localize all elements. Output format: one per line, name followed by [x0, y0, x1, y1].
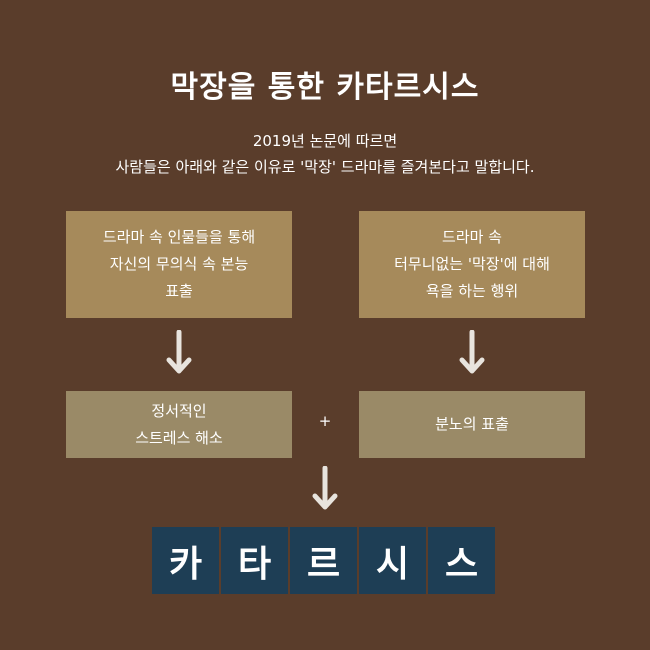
box-line: 표출 [165, 282, 193, 300]
tile-letter: 르 [290, 527, 357, 594]
result-box-anger: 분노의 표출 [359, 391, 585, 458]
box-line: 정서적인 [151, 401, 207, 420]
arrow-down-icon [459, 330, 485, 374]
catharsis-tiles: 카 타 르 시 스 [152, 527, 495, 594]
tile-letter: 스 [428, 527, 495, 594]
box-line: 욕을 하는 행위 [425, 282, 519, 300]
box-line: 분노의 표출 [435, 415, 509, 433]
tile-letter: 타 [221, 527, 288, 594]
result-box-stress-relief: 정서적인 스트레스 해소 [66, 391, 292, 458]
intro-line-2: 사람들은 아래와 같은 이유로 '막장' 드라마를 즐겨본다고 말합니다. [115, 158, 535, 176]
reason-box-cursing: 드라마 속 터무니없는 '막장'에 대해 욕을 하는 행위 [359, 211, 585, 318]
box-line: 드라마 속 인물들을 통해 [102, 228, 256, 246]
box-line: 스트레스 해소 [135, 428, 223, 447]
arrow-down-icon [312, 466, 338, 510]
box-line: 자신의 무의식 속 본능 [109, 255, 249, 273]
intro-line-1: 2019년 논문에 따르면 [252, 132, 398, 150]
arrow-down-icon [166, 330, 192, 374]
page-title: 막장을 통한 카타르시스 [170, 70, 480, 105]
tile-letter: 시 [359, 527, 426, 594]
tile-letter: 카 [152, 527, 219, 594]
box-line: 터무니없는 '막장'에 대해 [394, 255, 550, 273]
plus-sign: + [318, 412, 332, 430]
box-line: 드라마 속 [442, 228, 502, 246]
reason-box-instinct: 드라마 속 인물들을 통해 자신의 무의식 속 본능 표출 [66, 211, 292, 318]
intro-text: 2019년 논문에 따르면 사람들은 아래와 같은 이유로 '막장' 드라마를 … [0, 128, 650, 180]
